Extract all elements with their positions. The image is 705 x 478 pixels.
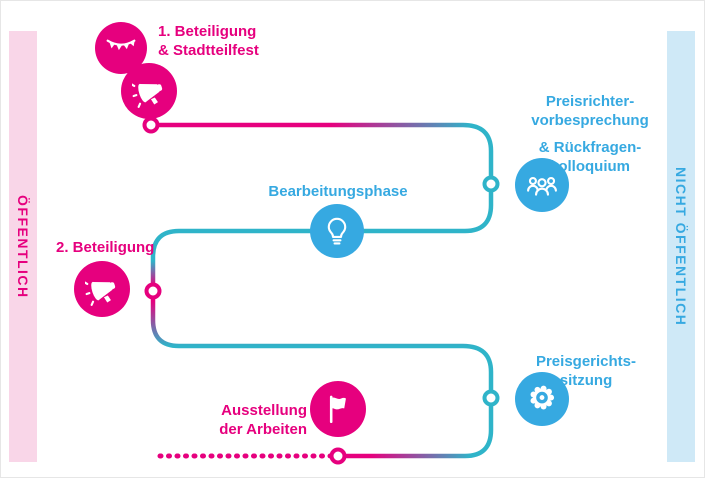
jury-icon — [527, 176, 557, 196]
label-beteiligung1: 1. Beteiligung & Stadtteilfest — [158, 22, 259, 60]
connector-preisrichter — [482, 175, 500, 193]
megaphone-icon — [85, 281, 116, 306]
flow-segment-1 — [158, 122, 494, 177]
connector-beteiligung2 — [144, 282, 162, 300]
label-line: vorbesprechung — [531, 112, 649, 129]
label-line: sitzung — [559, 372, 613, 389]
sidebar-public: ÖFFENTLICH — [9, 31, 37, 462]
node-preisrichter-circle — [515, 158, 569, 212]
node-bearbeitungsphase-circle — [310, 204, 364, 258]
node-ausstellung-circle — [310, 381, 366, 437]
node-preisgericht-circle — [515, 372, 569, 426]
label-beteiligung2: 2. Beteiligung — [56, 238, 154, 257]
megaphone-icon — [132, 83, 163, 108]
label-line: Ausstellung — [221, 402, 307, 419]
label-line: & Rückfragen- — [538, 139, 642, 156]
sidebar-nonpublic-label: NICHT ÖFFENTLICH — [673, 166, 689, 327]
garland-icon — [106, 39, 136, 51]
node-beteiligung2-circle — [74, 261, 130, 317]
sidebar-nonpublic: NICHT ÖFFENTLICH — [667, 31, 695, 462]
lightbulb-icon — [327, 217, 347, 245]
connector-ausstellung — [329, 447, 347, 465]
node-beteiligung1-circle — [121, 63, 177, 119]
label-bearbeitungsphase: Bearbeitungsphase — [238, 182, 438, 201]
medal-icon — [530, 385, 555, 410]
flag-icon — [329, 395, 346, 424]
label-line: Preisrichter- — [545, 93, 635, 110]
flow-segment-4 — [345, 405, 494, 459]
label-line: kolloquium — [550, 158, 630, 175]
label-line: 1. Beteiligung — [158, 23, 257, 40]
flow-segment-3 — [150, 298, 494, 391]
connector-beteiligung1 — [142, 116, 160, 134]
connector-preisgericht — [482, 389, 500, 407]
label-line: & Stadtteilfest — [158, 42, 259, 59]
label-preisgericht: Preisgerichts- sitzung — [511, 352, 661, 390]
label-line: Preisgerichts- — [535, 353, 637, 370]
label-line: 2. Beteiligung — [56, 239, 155, 256]
label-line: der Arbeiten — [219, 421, 307, 438]
label-preisrichter: Preisrichter- vorbesprechung & Rückfrage… — [516, 92, 664, 176]
sidebar-public-label: ÖFFENTLICH — [15, 194, 31, 299]
label-line: Bearbeitungsphase — [268, 183, 408, 200]
label-ausstellung: Ausstellung der Arbeiten — [201, 401, 307, 439]
